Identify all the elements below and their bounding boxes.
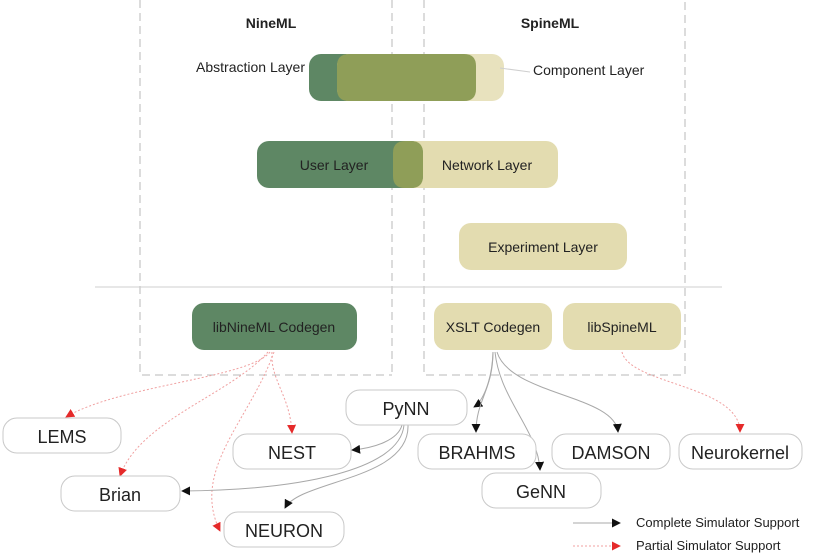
neurokernel-label: Neurokernel: [691, 443, 789, 463]
xslt-codegen-box[interactable]: [434, 303, 552, 350]
simulator-nodes: [2, 389, 803, 548]
lems-node[interactable]: [2, 417, 122, 454]
legend: Complete Simulator Support Partial Simul…: [573, 515, 800, 553]
experiment-layer-box[interactable]: [459, 223, 627, 270]
arrow-xslt-genn: [494, 351, 545, 471]
arrow-xslt-brahms: [471, 351, 494, 433]
damson-label: DAMSON: [571, 443, 650, 463]
arrow-libnineml-brian: [118, 351, 269, 477]
arrow-pynn-nest: [351, 424, 403, 454]
libnineml-codegen-box[interactable]: [192, 303, 357, 350]
neurokernel-node[interactable]: [678, 433, 803, 470]
brian-label: Brian: [99, 485, 141, 505]
user-layer-box[interactable]: [257, 141, 423, 188]
complete-support-arrows: [181, 351, 622, 509]
libspineml-label: libSpineML: [587, 319, 656, 335]
arrow-libspineml-neurokernel: [621, 351, 745, 433]
legend-complete-label: Complete Simulator Support: [636, 515, 800, 530]
network-layer-box[interactable]: [393, 141, 558, 188]
arrow-libnineml-nest: [271, 351, 297, 434]
nest-label: NEST: [268, 443, 316, 463]
abstraction-layer-label: Abstraction Layer: [196, 59, 305, 75]
lems-label: LEMS: [37, 427, 86, 447]
libspineml-box[interactable]: [563, 303, 681, 350]
user-layer-label: User Layer: [300, 157, 369, 173]
spineml-header: SpineML: [521, 15, 580, 31]
brahms-node[interactable]: [417, 433, 537, 470]
brian-node[interactable]: [60, 475, 181, 512]
pynn-label: PyNN: [382, 399, 429, 419]
arrow-libnineml-lems: [65, 351, 271, 418]
genn-node[interactable]: [481, 472, 602, 509]
arrow-xslt-damson: [496, 351, 622, 433]
neuron-node[interactable]: [223, 511, 345, 548]
network-layer-label: Network Layer: [442, 157, 533, 173]
legend-partial-label: Partial Simulator Support: [636, 538, 781, 553]
neuron-label: NEURON: [245, 521, 323, 541]
component-layer-label: Component Layer: [533, 62, 645, 78]
brahms-label: BRAHMS: [438, 443, 515, 463]
pynn-node[interactable]: [345, 389, 468, 426]
user-network-overlap: [393, 141, 423, 188]
nineml-header: NineML: [246, 15, 297, 31]
abstraction-component-overlap: [337, 54, 476, 101]
partial-support-arrows: [65, 351, 745, 532]
libnineml-codegen-label: libNineML Codegen: [213, 319, 335, 335]
component-layer-leader: [499, 67, 531, 73]
nest-node[interactable]: [232, 433, 352, 470]
xslt-codegen-label: XSLT Codegen: [446, 319, 540, 335]
damson-node[interactable]: [551, 433, 671, 470]
experiment-layer-label: Experiment Layer: [488, 239, 598, 255]
arrow-pynn-neuron: [284, 424, 409, 509]
arrow-xslt-pynn: [473, 351, 494, 408]
genn-label: GeNN: [516, 482, 566, 502]
arrow-pynn-brian: [181, 424, 405, 496]
